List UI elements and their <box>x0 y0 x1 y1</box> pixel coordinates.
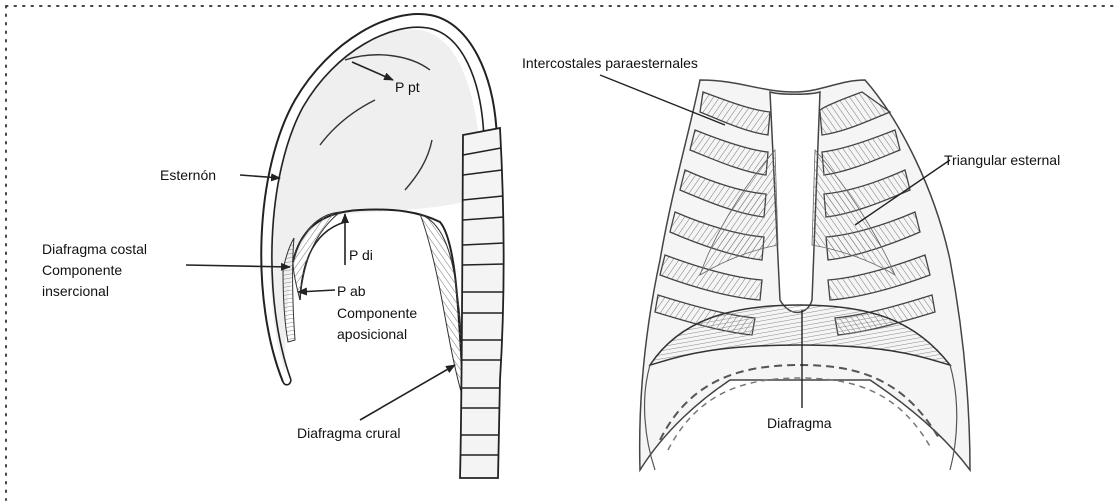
label-componente-aposicional-1: Componente <box>337 305 417 321</box>
label-componente-aposicional-2: aposicional <box>337 326 407 342</box>
label-pab: P ab <box>337 283 366 299</box>
label-pdi: P di <box>349 247 373 263</box>
frontal-thorax-diagram: Intercostales paraesternales Triangular … <box>522 55 1060 470</box>
arrow-diafragma-crural <box>360 365 455 420</box>
arrow-esternon <box>240 175 280 178</box>
label-diafragma-costal: Diafragma costal <box>42 241 147 257</box>
crural-diaphragm-muscle <box>420 214 462 395</box>
arrow-pab <box>298 290 335 292</box>
label-diafragma-crural: Diafragma crural <box>297 425 400 441</box>
label-esternon: Esternón <box>160 167 216 183</box>
label-intercostales: Intercostales paraesternales <box>522 55 698 71</box>
label-triangular: Triangular esternal <box>944 152 1060 168</box>
label-componente-insercional-1: Componente <box>42 262 122 278</box>
label-ppt: P pt <box>395 79 420 95</box>
vertebral-column <box>460 128 504 478</box>
lateral-thorax-diagram: P pt Esternón P di Diafragma costal Comp… <box>42 14 504 478</box>
label-componente-insercional-2: insercional <box>42 283 109 299</box>
label-diafragma: Diafragma <box>767 415 832 431</box>
